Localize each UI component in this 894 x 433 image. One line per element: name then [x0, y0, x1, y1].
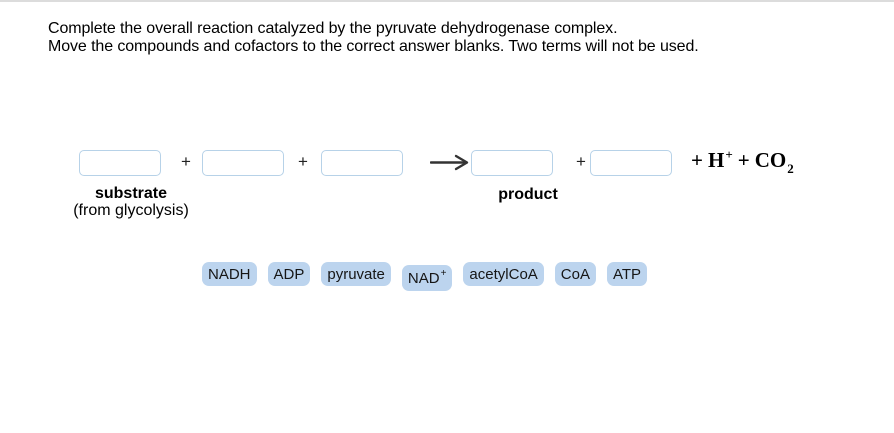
co2-term: CO: [754, 148, 787, 172]
answer-blank-substrate[interactable]: [79, 150, 161, 176]
word-bank: NADH ADP pyruvate NAD+ acetylCoA CoA ATP: [202, 262, 648, 291]
nad-superscript: +: [440, 267, 447, 279]
substrate-note: (from glycolysis): [73, 202, 189, 219]
plus-sign: +: [298, 152, 308, 171]
instruction-line-2: Move the compounds and cofactors to the …: [48, 37, 699, 55]
term-chip-atp[interactable]: ATP: [606, 262, 648, 286]
answer-blank-product[interactable]: [471, 150, 553, 176]
answer-blank-3[interactable]: [321, 150, 403, 176]
plus-sign: +: [181, 152, 191, 171]
product-label: product: [498, 186, 558, 203]
term-chip-nad-plus[interactable]: NAD+: [401, 265, 453, 291]
term-chip-pyruvate[interactable]: pyruvate: [321, 262, 391, 286]
substrate-label-group: substrate (from glycolysis): [61, 185, 201, 219]
answer-blank-5[interactable]: [590, 150, 672, 176]
term-chip-nadh[interactable]: NADH: [202, 262, 257, 286]
term-chip-coa[interactable]: CoA: [554, 262, 596, 286]
reaction-arrow-icon: [429, 154, 470, 171]
instructions: Complete the overall reaction catalyzed …: [48, 20, 699, 55]
plus-sign: +: [691, 148, 703, 172]
hydrogen-superscript: +: [725, 147, 733, 162]
instruction-line-1: Complete the overall reaction catalyzed …: [48, 20, 618, 37]
equation-tail: +H++CO2: [691, 147, 794, 176]
term-chip-adp[interactable]: ADP: [267, 262, 311, 286]
plus-sign: +: [576, 152, 586, 171]
hydrogen-term: H: [707, 148, 725, 172]
plus-sign: +: [737, 148, 750, 172]
co2-subscript: 2: [787, 161, 794, 176]
term-chip-acetylcoa[interactable]: acetylCoA: [463, 262, 544, 286]
substrate-label: substrate: [94, 185, 168, 202]
answer-blank-2[interactable]: [202, 150, 284, 176]
top-divider: [0, 0, 894, 2]
